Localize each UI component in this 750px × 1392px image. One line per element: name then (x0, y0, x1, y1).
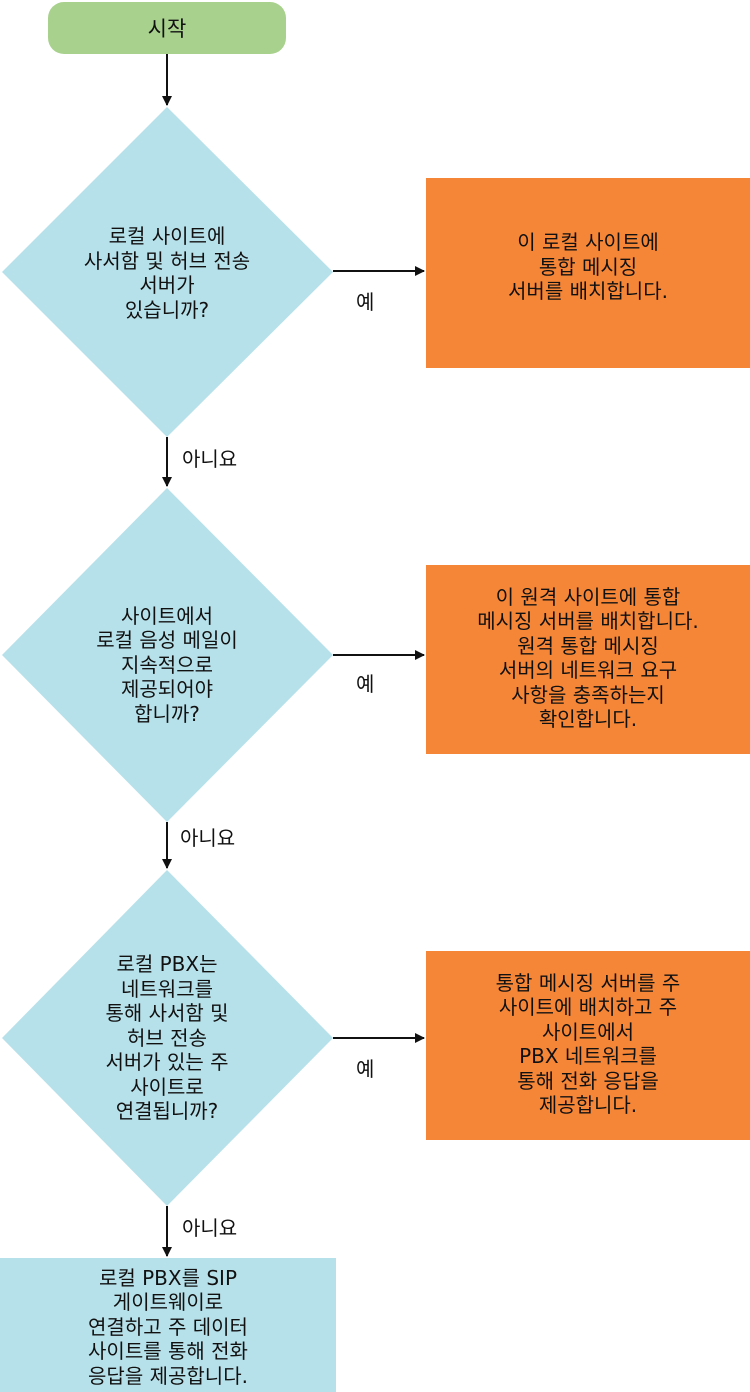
start-node (48, 2, 286, 54)
text-line: PBX 네트워크를 (519, 1044, 657, 1068)
action-shape-3 (426, 951, 750, 1140)
text-line: 합니까? (134, 701, 200, 726)
text-line: 로컬 사이트에 (108, 224, 226, 248)
edge-label-no-2: 아니요 (180, 826, 236, 850)
text-line: 메시징 서버를 배치합니다. (477, 609, 699, 633)
text-line: 연결됩니까? (115, 1099, 219, 1124)
start-label: 시작 (147, 17, 187, 41)
text-line: 로컬 PBX는 (116, 952, 218, 977)
edge-label-no-1: 아니요 (182, 447, 238, 471)
text-line: 서버의 네트워크 요구 (498, 658, 678, 682)
final-shape (0, 1258, 336, 1392)
text-line: 서버가 있는 주 (105, 1050, 229, 1075)
text-line: 사서함 및 허브 전송 (83, 248, 251, 273)
decision-shape-2 (2, 488, 333, 822)
text-line: 네트워크를 (121, 976, 213, 1001)
text-line: 사이트로 (130, 1074, 204, 1099)
text-line: 이 원격 사이트에 통합 (495, 584, 681, 609)
text-line: 통해 사서함 및 (105, 1001, 229, 1026)
text-line: 지속적으로 (121, 652, 213, 677)
edge-label-yes-2: 예 (356, 672, 375, 696)
text-line: 서버가 (139, 273, 195, 297)
text-line: 통합 메시징 (538, 254, 638, 279)
text-line: 로컬 음성 메일이 (96, 628, 238, 653)
text-line: 이 로컬 사이트에 (517, 230, 659, 255)
text-line: 사이트에서 (542, 1019, 634, 1044)
text-line: 있습니까? (124, 297, 210, 322)
action-shape-2 (426, 565, 750, 754)
decision-shape-3 (2, 870, 333, 1206)
text-line: 서버를 배치합니다. (508, 279, 668, 304)
text-line: 통해 전화 응답을 (517, 1068, 659, 1093)
edge-label-yes-1: 예 (356, 290, 375, 314)
text-line: 사이트를 통해 전화 (88, 1339, 248, 1364)
text-line: 확인합니다. (538, 707, 638, 731)
text-line: 로컬 PBX를 SIP (98, 1265, 238, 1290)
text-line: 통합 메시징 서버를 주 (495, 970, 681, 995)
text-line: 사이트에서 (121, 603, 213, 628)
text-line: 제공합니다. (538, 1093, 638, 1117)
text-line: 제공되어야 (121, 677, 213, 702)
edge-label-yes-3: 예 (356, 1057, 375, 1081)
text-line: 사항을 충족하는지 (511, 682, 665, 707)
decision-shape-1 (2, 107, 333, 437)
text-line: 연결하고 주 데이터 (88, 1314, 248, 1339)
text-line: 응답을 제공합니다. (88, 1363, 248, 1388)
text-line: 원격 통합 메시징 (517, 633, 659, 658)
edge-label-no-3: 아니요 (182, 1216, 238, 1240)
text-line: 게이트웨이로 (112, 1290, 224, 1315)
action-shape-1 (426, 178, 750, 368)
text-line: 허브 전송 (127, 1025, 207, 1050)
text-line: 사이트에 배치하고 주 (498, 995, 678, 1019)
